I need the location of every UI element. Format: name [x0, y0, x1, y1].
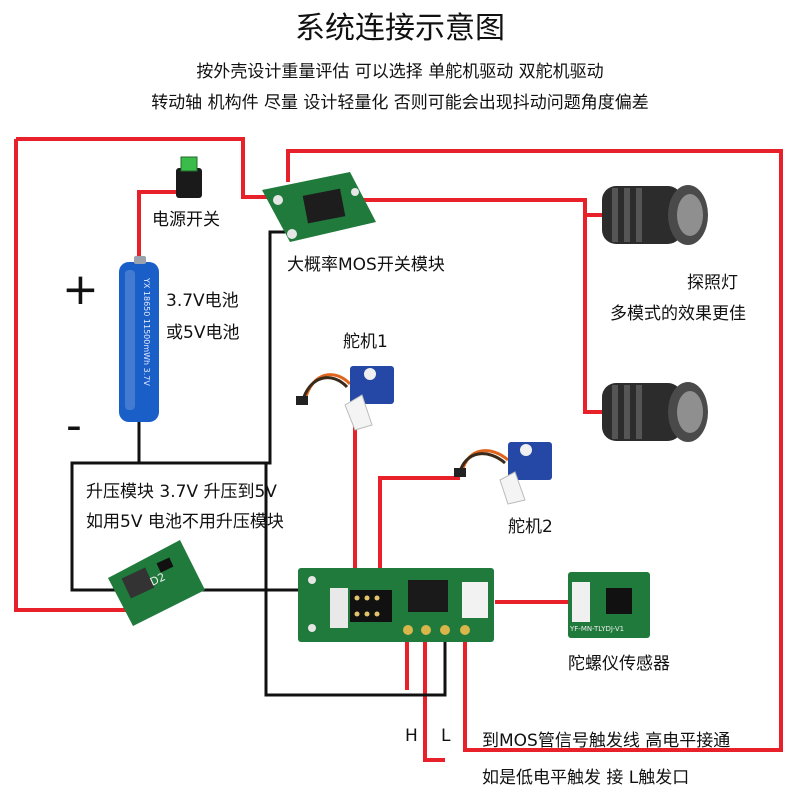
battery-icon [119, 256, 159, 422]
red-wire-switch-battery [137, 190, 177, 264]
label-power-switch: 电源开关 [152, 210, 220, 230]
boost-module-icon [108, 540, 205, 626]
label-minus: - [66, 400, 82, 451]
servo-2-icon [454, 442, 552, 505]
red-wire-left-down [14, 139, 130, 612]
label-flashlight: 探照灯 [687, 273, 738, 293]
label-pin-h: H [405, 726, 418, 746]
label-boost-1: 升压模块 3.7V 升压到5V [86, 482, 277, 502]
label-trigger-2: 如是低电平触发 接 L触发口 [482, 768, 690, 788]
mos-module-icon [262, 172, 376, 242]
page-title: 系统连接示意图 [295, 11, 505, 46]
label-boost-2: 如用5V 电池不用升压模块 [86, 512, 284, 532]
subtitle-1: 按外壳设计重量评估 可以选择 单舵机驱动 双舵机驱动 [196, 62, 604, 82]
red-wire-servo2 [378, 476, 460, 590]
label-battery-1: 3.7V电池 [166, 291, 239, 311]
black-wire-mos-ground [70, 230, 285, 592]
flashlight-icon-1 [602, 185, 708, 245]
label-pin-l: L [441, 726, 451, 746]
red-wire-left-loop [16, 137, 270, 199]
red-wire-h [423, 632, 445, 762]
subtitle-2: 转动轴 机构件 尽量 设计轻量化 否则可能会出现抖动问题角度偏差 [151, 93, 649, 113]
red-wire-mos-lamp [360, 198, 610, 217]
red-wire-lamp-branch [583, 200, 610, 414]
red-wire-outer-right [286, 149, 783, 752]
label-flashlight-note: 多模式的效果更佳 [610, 304, 746, 324]
control-board-icon [298, 568, 494, 642]
label-gyro: 陀螺仪传感器 [568, 654, 670, 674]
black-wire-board-ground [264, 463, 447, 697]
flashlight-icon-2 [602, 382, 708, 442]
black-wires [70, 230, 447, 697]
label-mos-module: 大概率MOS开关模块 [287, 255, 445, 275]
power-switch-icon [176, 156, 202, 198]
label-plus: + [62, 264, 99, 315]
label-servo-2: 舵机2 [508, 517, 553, 537]
servo-1-icon [296, 366, 394, 431]
label-battery-2: 或5V电池 [166, 323, 240, 343]
battery-print: YX 18650 11500mWh 3.7V [142, 278, 151, 386]
gyro-print: YF-MN-TLYDJ-V1 [570, 625, 625, 633]
label-servo-1: 舵机1 [343, 332, 388, 352]
label-trigger-1: 到MOS管信号触发线 高电平接通 [482, 731, 731, 751]
gyro-sensor-icon [568, 572, 650, 638]
